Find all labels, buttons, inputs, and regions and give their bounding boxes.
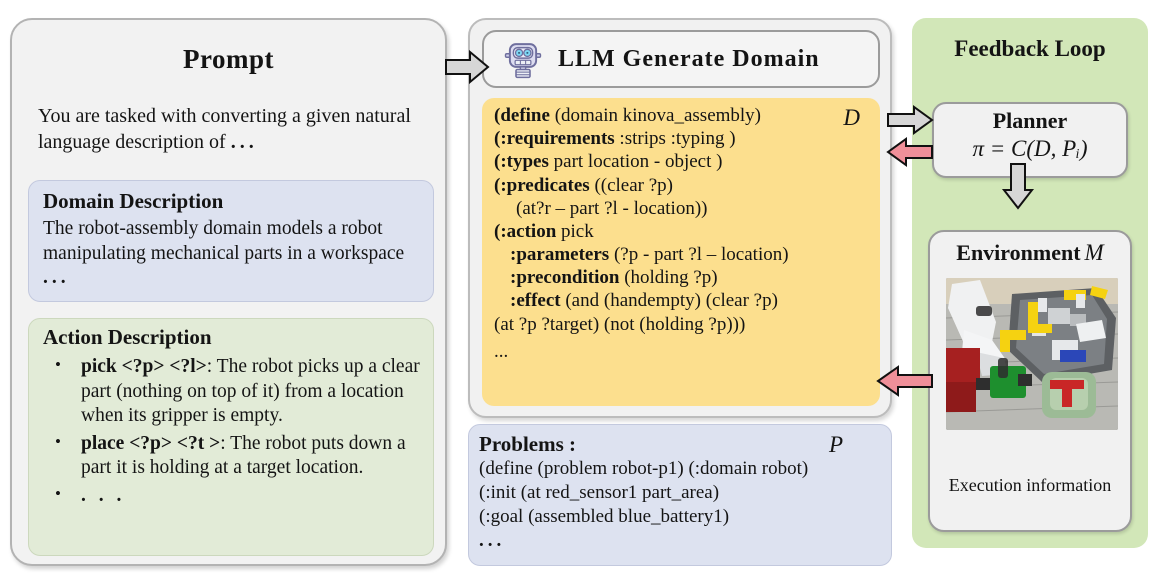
execution-information-caption: Execution information [948,475,1112,495]
feedback-loop-panel: Feedback Loop Planner π = C(D, Pᵢ) Envir… [912,18,1148,548]
arrow-planner-to-llm [886,137,933,167]
prompt-intro-body: You are tasked with converting a given n… [38,105,411,153]
llm-generate-domain-panel: LLM Generate Domain D (define (domain ki… [468,18,892,418]
pddl-keyword: :parameters [510,244,610,266]
arrow-planner-to-environment [1001,163,1035,210]
robot-arm-assembly-photo [946,278,1118,430]
pddl-keyword: (define [494,105,550,126]
domain-description-text: The robot-assembly domain models a robot… [43,217,425,291]
pddl-line: :effect (and (handempty) (clear ?p) [494,289,870,312]
bullet-icon: • [55,483,61,503]
pddl-keyword: (:predicates [494,174,590,196]
pddl-text: (holding ?p) [619,267,718,289]
prompt-intro-ellipsis: ... [230,130,258,153]
bullet-icon: • [55,431,61,451]
action-description-box: Action Description • pick <?p> <?l>: The… [28,318,434,556]
robot-icon [504,43,542,79]
pddl-line: (at?r – part ?l - location)) [494,197,870,220]
pddl-keyword: :precondition [510,267,620,289]
environment-box: Environment M [928,230,1132,532]
pddl-keyword: :effect [510,290,561,312]
pddl-text: ... [494,340,509,362]
feedback-loop-title: Feedback Loop [954,36,1106,61]
domain-symbol: D [843,105,860,130]
list-item: • pick <?p> <?l>: The robot picks up a c… [39,355,429,429]
pddl-text: pick [556,220,594,242]
pddl-line-ellipsis: ... [494,336,870,363]
llm-header-label: LLM Generate Domain [558,45,820,72]
prompt-title: Prompt [183,44,274,74]
pddl-line: (:requirements :strips :typing ) [494,127,870,150]
environment-photo [946,278,1118,430]
domain-description-body: The robot-assembly domain models a robot… [43,218,405,264]
problem-symbol: P [828,432,843,457]
pddl-text: (at?r – part ?l - location)) [516,197,708,219]
problems-title: Problems : [479,432,577,456]
pddl-line: (:action pick [494,220,870,243]
environment-symbol: M [1084,240,1104,265]
domain-description-ellipsis: ... [43,267,70,289]
problem-line: (:goal (assembled blue_battery1) [479,505,730,527]
problem-line: (:init (at red_sensor1 part_area) [479,482,720,503]
pddl-line: (:predicates ((clear ?p) [494,174,870,197]
arrow-llm-to-planner [887,105,934,135]
pddl-text: (domain kinova_assembly) [549,105,762,126]
problems-box: P Problems : (define (problem robot-p1) … [468,424,892,566]
pddl-line: :parameters (?p - part ?l – location) [494,243,870,266]
action-name: place <?p> <?t > [81,432,221,454]
pddl-text: (and (handempty) (clear ?p) [560,290,778,312]
pddl-text: (at ?p ?target) (not (holding ?p))) [494,313,746,335]
pddl-keyword: (:requirements [494,128,615,150]
arrow-prompt-to-llm [445,49,490,85]
pddl-text: ((clear ?p) [589,174,674,196]
list-item: • . . . [39,484,429,509]
arrow-environment-to-llm [876,365,933,397]
planner-label: Planner [992,108,1068,133]
pddl-line: (define (domain kinova_assembly) [494,104,870,127]
action-text: . . . [81,484,126,506]
pddl-text: (?p - part ?l – location) [609,244,789,266]
environment-header: Environment M [930,240,1130,266]
pddl-text: part location - object ) [548,151,723,173]
environment-label: Environment [956,240,1081,265]
list-item: • place <?p> <?t >: The robot puts down … [39,432,429,481]
action-text: : The robot puts down a part it is holdi… [81,432,406,479]
llm-header: LLM Generate Domain [482,30,880,88]
pddl-line: :precondition (holding ?p) [494,266,870,289]
action-description-title: Action Description [43,325,212,349]
bullet-icon: • [55,355,61,374]
action-description-list: • pick <?p> <?l>: The robot picks up a c… [39,355,429,511]
prompt-intro-text: You are tasked with converting a given n… [38,104,423,155]
domain-description-box: Domain Description The robot-assembly do… [28,180,434,302]
pddl-domain-code-block: D (define (domain kinova_assembly) (:req… [482,98,880,406]
problem-line: (define (problem robot-p1) (:domain robo… [479,458,809,480]
pddl-line: (at ?p ?target) (not (holding ?p))) [494,313,870,336]
pddl-keyword: (:action [494,220,557,242]
problem-line-ellipsis: ... [479,529,506,551]
action-name: pick <?p> <?l> [81,356,207,377]
pddl-line: (:types part location - object ) [494,150,870,173]
domain-description-title: Domain Description [43,189,224,213]
action-text: : The robot picks up a clear part (nothi… [81,356,420,427]
pddl-text: :strips :typing ) [614,128,736,150]
planner-box: Planner π = C(D, Pᵢ) [932,102,1128,178]
planner-formula: π = C(D, Pᵢ) [972,136,1088,161]
pddl-keyword: (:types [494,151,549,173]
prompt-panel: Prompt You are tasked with converting a … [10,18,447,566]
